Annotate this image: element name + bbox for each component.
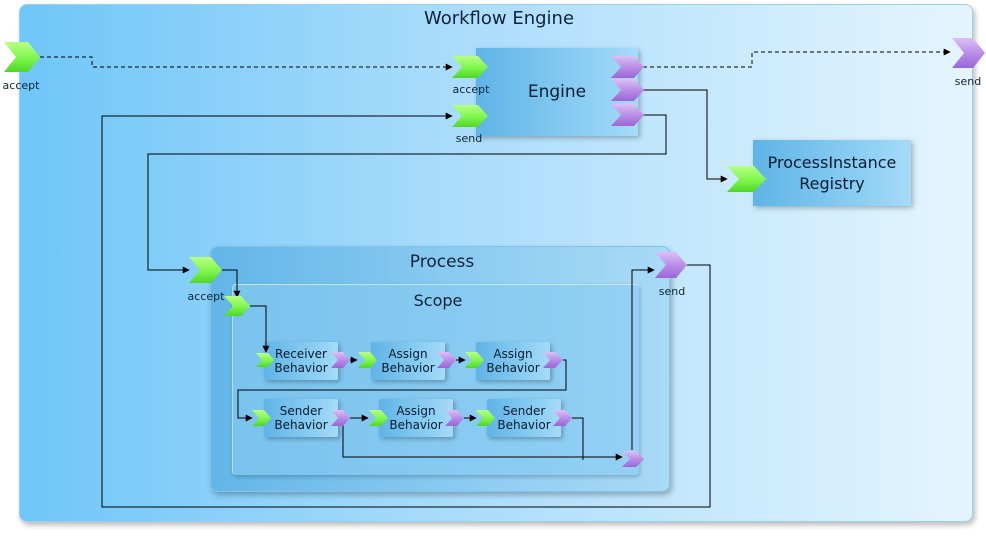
- registry-label: ProcessInstance Registry: [767, 153, 897, 193]
- outer-accept-label: accept: [2, 79, 40, 92]
- assign-behavior-node-2[interactable]: Assign Behavior: [476, 342, 550, 380]
- engine-send-label: send: [455, 132, 483, 145]
- sender-behavior-label-1: Sender Behavior: [274, 404, 328, 432]
- scope-send-port[interactable]: [622, 451, 644, 467]
- connector-sender-2-to-scope-send: [572, 417, 584, 460]
- assign-3-accept-port[interactable]: [369, 410, 388, 426]
- connector-sender-1-to-scope-send: [342, 424, 623, 461]
- receiver-behavior-node[interactable]: Receiver Behavior: [264, 342, 338, 380]
- engine-node[interactable]: Engine: [476, 48, 638, 136]
- assign-1-send-port[interactable]: [437, 352, 456, 368]
- sender-2-send-port[interactable]: [553, 410, 572, 426]
- assign-3-send-port[interactable]: [445, 410, 464, 426]
- connector-process-to-engine: [101, 112, 711, 508]
- sender-behavior-node-1[interactable]: Sender Behavior: [264, 399, 338, 437]
- process-send-label: send: [658, 285, 686, 298]
- connector-engine-to-outer-send: [643, 48, 951, 68]
- sender-1-send-port[interactable]: [331, 410, 350, 426]
- connector-process-accept-to-scope: [222, 269, 241, 298]
- connector-scope-accept-to-receiver: [250, 305, 270, 353]
- engine-send-port-top[interactable]: [611, 56, 644, 78]
- assign-behavior-label-3: Assign Behavior: [389, 404, 443, 432]
- engine-send-port-bottom[interactable]: [611, 104, 644, 126]
- connector-engine-to-registry: [643, 89, 728, 183]
- process-accept-port[interactable]: [189, 257, 222, 283]
- connector-engine-to-process: [147, 114, 667, 274]
- sender-2-accept-port[interactable]: [476, 410, 495, 426]
- connector-assign-2-to-sender-1: [237, 359, 567, 422]
- outer-send-label: send: [954, 75, 982, 88]
- sender-behavior-label-2: Sender Behavior: [497, 404, 551, 432]
- process-accept-label: accept: [187, 290, 225, 303]
- registry-node[interactable]: ProcessInstance Registry: [753, 140, 911, 206]
- connector-outer-accept-to-engine: [40, 56, 453, 71]
- engine-accept-label: accept: [452, 83, 490, 96]
- assign-behavior-label-1: Assign Behavior: [381, 347, 435, 375]
- outer-accept-port[interactable]: [4, 42, 40, 72]
- assign-behavior-node-1[interactable]: Assign Behavior: [371, 342, 445, 380]
- sender-1-accept-port[interactable]: [252, 410, 271, 426]
- outer-send-port[interactable]: [952, 38, 985, 68]
- workflow-engine-title: Workflow Engine: [423, 8, 575, 29]
- process-send-port[interactable]: [655, 252, 687, 278]
- registry-accept-port[interactable]: [727, 166, 766, 192]
- connector-scope-send-to-process-send: [631, 266, 655, 450]
- process-title: Process: [409, 252, 475, 272]
- assign-behavior-node-3[interactable]: Assign Behavior: [379, 399, 453, 437]
- assign-2-send-port[interactable]: [543, 352, 563, 368]
- receiver-accept-port[interactable]: [256, 353, 274, 367]
- scope-title: Scope: [413, 291, 463, 310]
- assign-behavior-label-2: Assign Behavior: [486, 347, 540, 375]
- scope-accept-port[interactable]: [224, 296, 250, 316]
- sender-behavior-node-2[interactable]: Sender Behavior: [487, 399, 561, 437]
- receiver-behavior-label: Receiver Behavior: [274, 347, 328, 375]
- engine-label: Engine: [527, 82, 587, 102]
- assign-2-accept-port[interactable]: [465, 352, 484, 368]
- assign-1-accept-port[interactable]: [358, 352, 377, 368]
- engine-send-port[interactable]: [452, 105, 488, 127]
- engine-send-port-middle[interactable]: [611, 79, 644, 101]
- receiver-send-port[interactable]: [331, 352, 350, 368]
- engine-accept-port[interactable]: [452, 56, 488, 78]
